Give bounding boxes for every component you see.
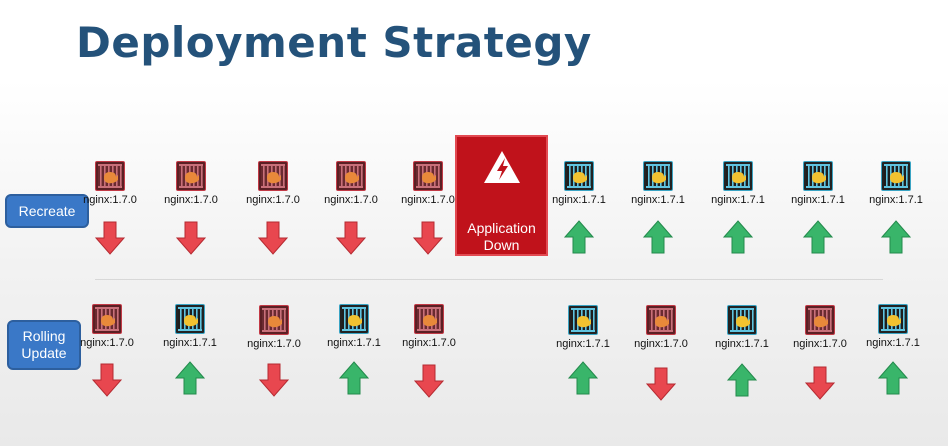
pod-version-label: nginx:1.7.0 <box>246 194 300 206</box>
pod-version-label: nginx:1.7.0 <box>164 194 218 206</box>
up-arrow-icon <box>642 220 674 254</box>
down-arrow-icon <box>257 221 289 255</box>
nginx-container-icon-blue <box>339 304 369 334</box>
nginx-container-icon-blue <box>881 161 911 191</box>
application-down-alert: Application Down <box>455 135 548 256</box>
nginx-container-icon-red <box>95 161 125 191</box>
pod-version-label: nginx:1.7.1 <box>715 338 769 350</box>
rolling-update-label: Rolling Update <box>7 320 81 370</box>
nginx-container-icon-red <box>646 305 676 335</box>
pod-version-label: nginx:1.7.0 <box>401 194 455 206</box>
up-arrow-icon <box>722 220 754 254</box>
nginx-container-icon-blue <box>175 304 205 334</box>
nginx-container-icon-blue <box>878 304 908 334</box>
pod-version-label: nginx:1.7.0 <box>402 337 456 349</box>
up-arrow-icon <box>802 220 834 254</box>
pod-version-label: nginx:1.7.1 <box>552 194 606 206</box>
nginx-container-icon-red <box>176 161 206 191</box>
nginx-container-icon-blue <box>564 161 594 191</box>
pod-version-label: nginx:1.7.1 <box>866 337 920 349</box>
nginx-container-icon-red <box>413 161 443 191</box>
nginx-container-icon-red <box>92 304 122 334</box>
pod-version-label: nginx:1.7.1 <box>327 337 381 349</box>
pod-version-label: nginx:1.7.0 <box>324 194 378 206</box>
pod-version-label: nginx:1.7.0 <box>247 338 301 350</box>
nginx-container-icon-red <box>259 305 289 335</box>
nginx-container-icon-blue <box>723 161 753 191</box>
nginx-container-icon-blue <box>643 161 673 191</box>
recreate-label-text: Recreate <box>18 202 76 219</box>
down-arrow-icon <box>335 221 367 255</box>
down-arrow-icon <box>804 366 836 400</box>
down-arrow-icon <box>258 363 290 397</box>
pod-version-label: nginx:1.7.0 <box>83 194 137 206</box>
nginx-container-icon-red <box>414 304 444 334</box>
nginx-container-icon-blue <box>727 305 757 335</box>
down-arrow-icon <box>413 364 445 398</box>
pod-version-label: nginx:1.7.1 <box>631 194 685 206</box>
down-arrow-icon <box>412 221 444 255</box>
down-arrow-icon <box>645 367 677 401</box>
rolling-label-line2: Update <box>21 345 67 361</box>
rolling-label-line1: Rolling <box>22 328 66 344</box>
pod-version-label: nginx:1.7.1 <box>869 194 923 206</box>
up-arrow-icon <box>726 363 758 397</box>
recreate-label: Recreate <box>5 194 89 228</box>
up-arrow-icon <box>563 220 595 254</box>
up-arrow-icon <box>877 361 909 395</box>
down-arrow-icon <box>175 221 207 255</box>
alert-line2: Down <box>483 237 520 253</box>
nginx-container-icon-red <box>258 161 288 191</box>
alert-line1: Application <box>467 220 536 236</box>
nginx-container-icon-blue <box>568 305 598 335</box>
pod-version-label: nginx:1.7.1 <box>556 338 610 350</box>
up-arrow-icon <box>567 361 599 395</box>
pod-version-label: nginx:1.7.1 <box>791 194 845 206</box>
warning-lightning-icon <box>484 151 520 183</box>
down-arrow-icon <box>94 221 126 255</box>
row-divider <box>95 279 883 280</box>
pod-version-label: nginx:1.7.1 <box>163 337 217 349</box>
up-arrow-icon <box>174 361 206 395</box>
pod-version-label: nginx:1.7.0 <box>793 338 847 350</box>
pod-version-label: nginx:1.7.0 <box>634 338 688 350</box>
nginx-container-icon-red <box>336 161 366 191</box>
down-arrow-icon <box>91 363 123 397</box>
nginx-container-icon-red <box>805 305 835 335</box>
pod-version-label: nginx:1.7.0 <box>80 337 134 349</box>
up-arrow-icon <box>880 220 912 254</box>
nginx-container-icon-blue <box>803 161 833 191</box>
pod-version-label: nginx:1.7.1 <box>711 194 765 206</box>
up-arrow-icon <box>338 361 370 395</box>
page-title: Deployment Strategy <box>76 18 592 67</box>
